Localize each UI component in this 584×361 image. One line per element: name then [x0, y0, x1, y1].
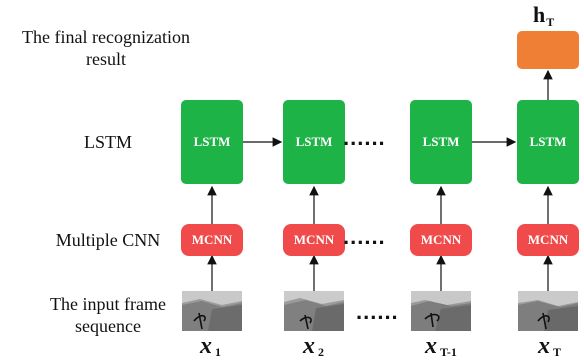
input-label-2-base: x	[303, 333, 315, 359]
output-box	[517, 31, 579, 69]
input-label-2-sub: 2	[318, 345, 324, 359]
mcnn-ellipsis: ......	[343, 224, 386, 249]
input-label-3-sub: T-1	[440, 345, 457, 359]
input-label-1-base: x	[200, 333, 212, 359]
mcnn-box-3: MCNN	[410, 224, 472, 256]
mcnn-box-2: MCNN	[283, 224, 345, 256]
input-label-4-base: x	[538, 333, 550, 359]
lstm-box-3: LSTM	[410, 100, 472, 184]
input-frame-3	[411, 291, 471, 331]
input-label-4-sub: T	[553, 345, 562, 359]
input-frame-1	[182, 291, 242, 331]
input-label-3-base: x	[425, 333, 437, 359]
row-label-input: The input frame sequence	[50, 294, 166, 336]
lstm-box-1: LSTM	[181, 100, 243, 184]
mcnn-box-1: MCNN	[181, 224, 243, 256]
output-label: hT	[533, 2, 555, 30]
input-frame-2	[284, 291, 344, 331]
row-label-lstm: LSTM	[83, 132, 132, 152]
lstm-ellipsis: ......	[343, 125, 386, 150]
row-label-cnn: Multiple CNN	[55, 230, 161, 250]
output-label-sub: T	[546, 15, 555, 29]
output-label-base: h	[533, 2, 546, 27]
lstm-box-2: LSTM	[283, 100, 345, 184]
frame-ellipsis: ......	[356, 299, 399, 324]
row-label-result: The final recognization result	[22, 27, 190, 69]
input-frame-4	[518, 291, 578, 331]
lstm-box-4: LSTM	[517, 100, 579, 184]
input-label-1-sub: 1	[215, 345, 221, 359]
mcnn-box-4: MCNN	[517, 224, 579, 256]
